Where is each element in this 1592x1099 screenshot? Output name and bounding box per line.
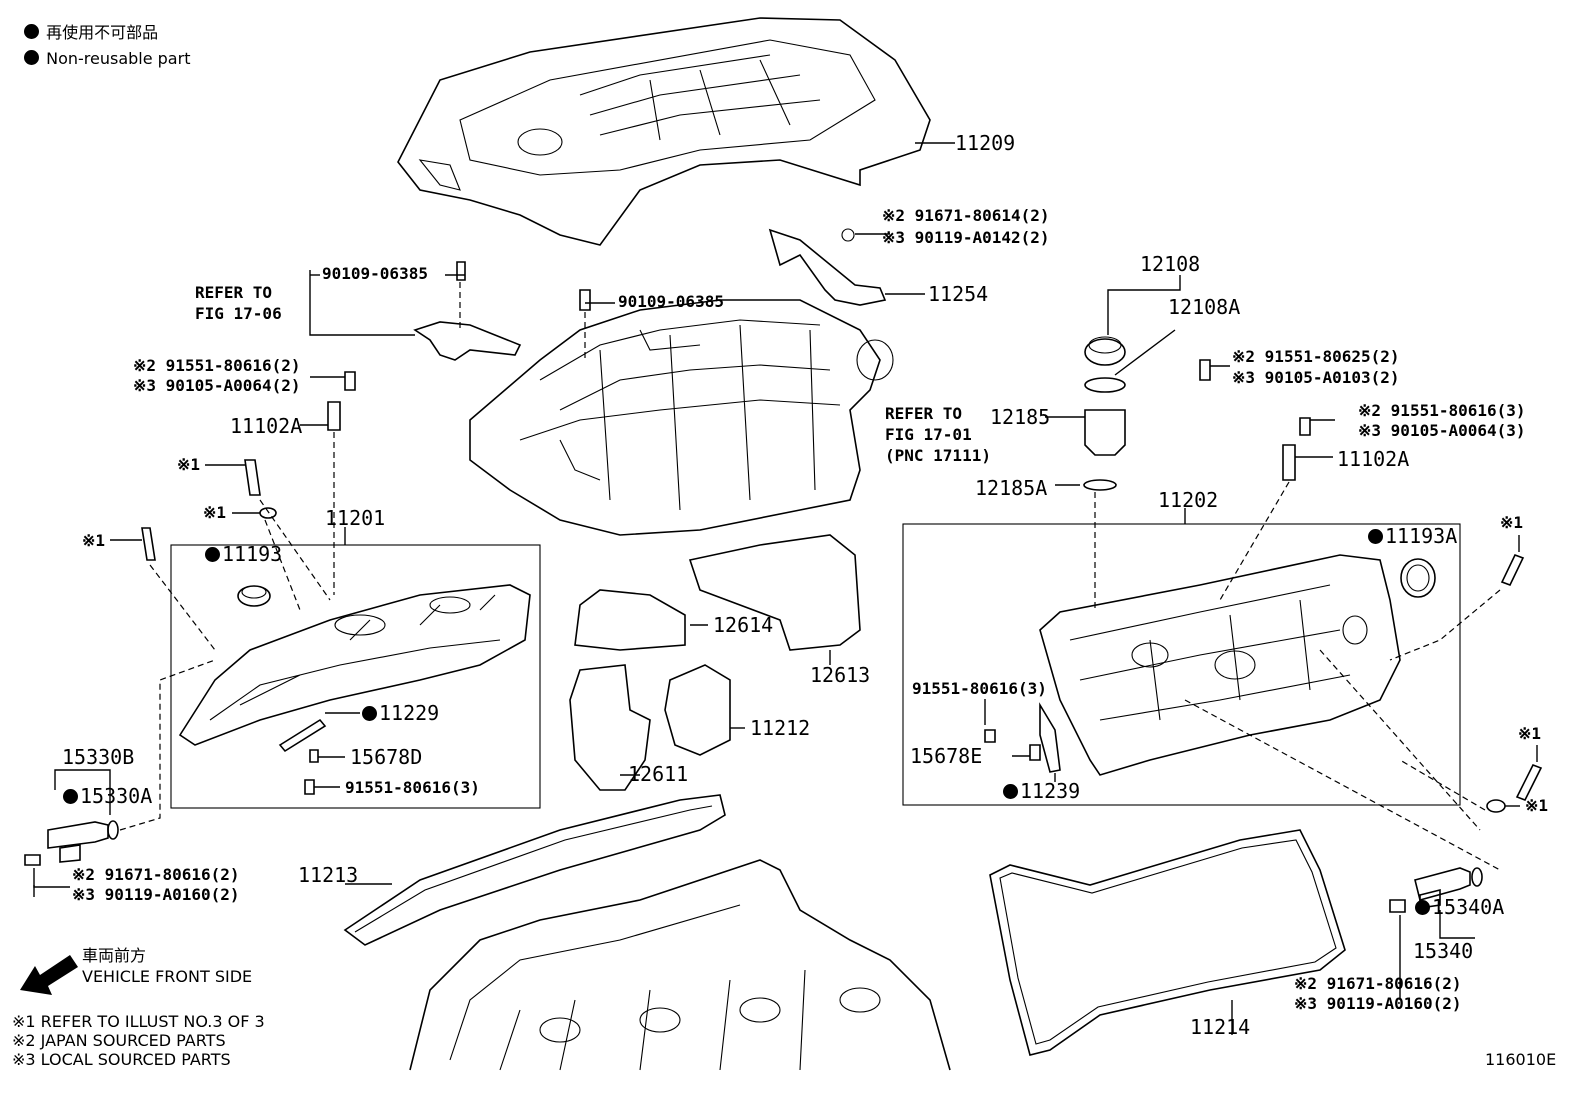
part-label-11229[interactable]: 11229 bbox=[362, 703, 439, 723]
ref-fig-17-06-line2: FIG 17-06 bbox=[195, 304, 282, 323]
legend-en-text: Non-reusable part bbox=[46, 49, 191, 68]
ref-fig-17-01-line1: REFER TO bbox=[885, 404, 963, 423]
part-label-11214[interactable]: 11214 bbox=[1190, 1015, 1251, 1039]
wire-bracket-11239[interactable] bbox=[1039, 702, 1061, 773]
ref-fig-17-01-line2: FIG 17-01 bbox=[885, 425, 972, 444]
part-label-12108[interactable]: 12108 bbox=[1140, 252, 1201, 276]
part-label-91551-80616-3[interactable]: ※2 91551-80616(3) bbox=[1358, 401, 1526, 420]
cylinder-head-cover-rh[interactable] bbox=[1039, 554, 1401, 776]
part-label-12108A[interactable]: 12108A bbox=[1168, 295, 1241, 319]
sensor-11102A-right[interactable] bbox=[1282, 444, 1296, 481]
part-label-15330B[interactable]: 15330B bbox=[62, 745, 135, 769]
gasket-11214[interactable] bbox=[989, 829, 1346, 1056]
non-reusable-dot-icon bbox=[205, 547, 220, 562]
note-1: ※1 REFER TO ILLUST NO.3 OF 3 bbox=[12, 1012, 265, 1031]
box-11202 bbox=[902, 523, 1461, 806]
part-label-91671-80614[interactable]: ※2 91671-80614(2) bbox=[882, 206, 1050, 225]
non-reusable-dot-icon bbox=[24, 24, 39, 39]
part-label-91551-80616-2[interactable]: ※2 91551-80616(2) bbox=[133, 356, 301, 375]
part-label-15340A-text: 15340A bbox=[1432, 895, 1505, 919]
part-label-11193A-text: 11193A bbox=[1385, 524, 1458, 548]
non-reusable-dot-icon bbox=[63, 789, 78, 804]
part-label-91551-80616-3-left[interactable]: 91551-80616(3) bbox=[345, 778, 480, 797]
part-label-90119-A0160-right[interactable]: ※3 90119-A0160(2) bbox=[1294, 994, 1462, 1013]
part-label-12185A[interactable]: 12185A bbox=[975, 476, 1048, 500]
non-reusable-dot-icon bbox=[1003, 784, 1018, 799]
part-label-11102A-right[interactable]: 11102A bbox=[1337, 447, 1410, 471]
part-label-11229-text: 11229 bbox=[379, 701, 440, 725]
gasket-11213[interactable] bbox=[343, 794, 726, 946]
part-label-91671-80616-left[interactable]: ※2 91671-80616(2) bbox=[72, 865, 240, 884]
legend-jp: 再使用不可部品 bbox=[24, 24, 158, 41]
part-label-12185[interactable]: 12185 bbox=[990, 405, 1051, 429]
part-label-15340[interactable]: 15340 bbox=[1413, 939, 1474, 963]
intake-manifold[interactable] bbox=[469, 299, 894, 536]
bracket-11254[interactable] bbox=[768, 228, 887, 306]
part-label-11201[interactable]: 11201 bbox=[325, 506, 386, 530]
vehicle-front-arrow bbox=[20, 955, 78, 995]
non-reusable-dot-icon bbox=[1415, 900, 1430, 915]
part-label-12611[interactable]: 12611 bbox=[628, 762, 689, 786]
part-label-11193[interactable]: 11193 bbox=[205, 544, 282, 564]
cylinder-block bbox=[409, 859, 951, 1071]
part-label-15678E[interactable]: 15678E bbox=[910, 744, 983, 768]
part-label-90105-A0103[interactable]: ※3 90105-A0103(2) bbox=[1232, 368, 1400, 387]
part-label-90109-06385-left[interactable]: 90109-06385 bbox=[322, 264, 428, 283]
part-label-90105-A0064-2[interactable]: ※3 90105-A0064(2) bbox=[133, 376, 301, 395]
part-label-90119-A0160-left[interactable]: ※3 90119-A0160(2) bbox=[72, 885, 240, 904]
part-label-11239-text: 11239 bbox=[1020, 779, 1081, 803]
cylinder-head-cover-lh[interactable] bbox=[178, 584, 531, 746]
ref-note-1-f: ※1 bbox=[1525, 796, 1549, 815]
part-label-91671-80616-right[interactable]: ※2 91671-80616(2) bbox=[1294, 974, 1462, 993]
part-label-15330A[interactable]: 15330A bbox=[63, 786, 152, 806]
note-2: ※2 JAPAN SOURCED PARTS bbox=[12, 1031, 226, 1050]
ref-note-1-b: ※1 bbox=[203, 503, 227, 522]
part-label-11213[interactable]: 11213 bbox=[298, 863, 359, 887]
part-label-15340A[interactable]: 15340A bbox=[1415, 897, 1504, 917]
part-label-11193-text: 11193 bbox=[222, 542, 283, 566]
insulator-12614[interactable] bbox=[574, 589, 686, 651]
sensor-bracket[interactable] bbox=[413, 261, 522, 361]
part-label-11193A[interactable]: 11193A bbox=[1368, 526, 1457, 546]
part-label-90109-06385-mid[interactable]: 90109-06385 bbox=[618, 292, 724, 311]
ref-fig-17-01-line3: (PNC 17111) bbox=[885, 446, 991, 465]
legend-en: Non-reusable part bbox=[24, 50, 190, 67]
ocv-15330[interactable] bbox=[47, 820, 119, 863]
legend-jp-text: 再使用不可部品 bbox=[46, 23, 159, 42]
ref-note-1-a: ※1 bbox=[177, 455, 201, 474]
non-reusable-dot-icon bbox=[24, 50, 39, 65]
seal-11193A[interactable] bbox=[1400, 558, 1436, 598]
note-3: ※3 LOCAL SOURCED PARTS bbox=[12, 1050, 231, 1069]
non-reusable-dot-icon bbox=[362, 706, 377, 721]
part-label-90119-A0142[interactable]: ※3 90119-A0142(2) bbox=[882, 228, 1050, 247]
ref-note-1-d: ※1 bbox=[1500, 513, 1524, 532]
part-label-15678D[interactable]: 15678D bbox=[350, 745, 423, 769]
engine-cover-11209[interactable] bbox=[397, 17, 931, 246]
part-label-15330A-text: 15330A bbox=[80, 784, 153, 808]
part-label-90105-A0064-3[interactable]: ※3 90105-A0064(3) bbox=[1358, 421, 1526, 440]
ref-note-1-e: ※1 bbox=[1518, 724, 1542, 743]
part-label-11209[interactable]: 11209 bbox=[955, 131, 1016, 155]
vehicle-front-jp: 車両前方 bbox=[82, 946, 147, 965]
part-label-11102A-left[interactable]: 11102A bbox=[230, 414, 303, 438]
part-label-12614[interactable]: 12614 bbox=[713, 613, 774, 637]
sensor-11102A-left[interactable] bbox=[327, 401, 341, 431]
wire-bracket-11229[interactable] bbox=[278, 718, 327, 753]
vehicle-front-en: VEHICLE FRONT SIDE bbox=[82, 967, 253, 986]
part-label-11212[interactable]: 11212 bbox=[750, 716, 811, 740]
ref-note-1-c: ※1 bbox=[82, 531, 106, 550]
oil-filler-cap-12108[interactable] bbox=[1083, 336, 1126, 491]
part-label-11239[interactable]: 11239 bbox=[1003, 781, 1080, 801]
ref-fig-17-06-line1: REFER TO bbox=[195, 283, 273, 302]
insulator-12613[interactable] bbox=[688, 534, 861, 651]
non-reusable-dot-icon bbox=[1368, 529, 1383, 544]
insulator-11212[interactable] bbox=[664, 664, 731, 756]
part-label-91551-80625[interactable]: ※2 91551-80625(2) bbox=[1232, 347, 1400, 366]
part-label-12613[interactable]: 12613 bbox=[810, 663, 871, 687]
part-label-11254[interactable]: 11254 bbox=[928, 282, 989, 306]
figure-id: 116010E bbox=[1485, 1050, 1557, 1069]
part-label-91551-80616-3-right[interactable]: 91551-80616(3) bbox=[912, 679, 1047, 698]
part-label-11202[interactable]: 11202 bbox=[1158, 488, 1219, 512]
